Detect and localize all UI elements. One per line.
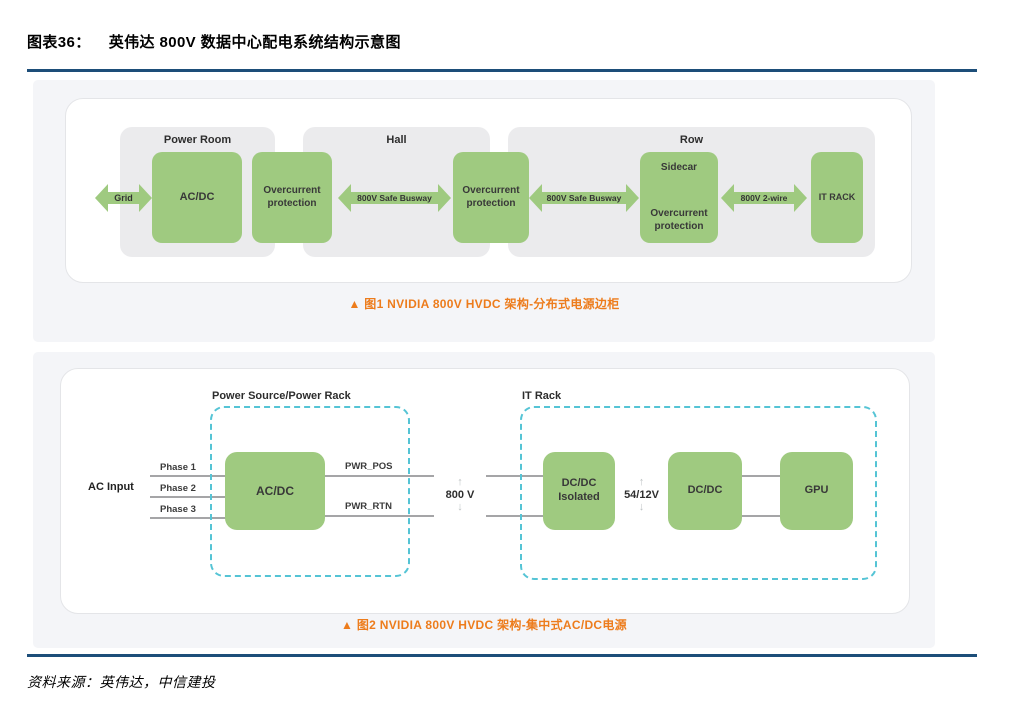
node-dcdc-isolated-line2: Isolated [558, 491, 600, 503]
pwr-pos-label: PWR_POS [345, 461, 393, 472]
node-overcurrent-2-label: Overcurrent protection [462, 185, 520, 209]
node-gpu-label: GPU [804, 484, 829, 497]
bottom-divider [27, 654, 977, 657]
group-power-room-label: Power Room [163, 134, 232, 146]
node-dcdc: DC/DC [668, 452, 742, 530]
node-acdc-fig2-label: AC/DC [256, 483, 294, 498]
double-arrow-icon [721, 184, 807, 212]
phase1-label: Phase 1 [160, 462, 196, 473]
node-acdc-fig1: AC/DC [152, 152, 242, 243]
voltage-5412v-label: 54/12V [624, 488, 659, 501]
figure-title-text: 英伟达 800V 数据中心配电系统结构示意图 [108, 34, 401, 51]
figure1-caption: ▲ 图1 NVIDIA 800V HVDC 架构-分布式电源边柜 [348, 297, 620, 311]
voltage-800v: ↑ 800 V ↓ [434, 472, 486, 518]
figure2-caption: ▲ 图2 NVIDIA 800V HVDC 架构-集中式AC/DC电源 [341, 618, 627, 632]
up-arrow-icon: ↑ [638, 475, 645, 488]
node-sidecar-subtitle: Overcurrent protection [650, 208, 708, 232]
power-rack-label: Power Source/Power Rack [212, 390, 351, 402]
grid-arrow-label: Grid [114, 193, 133, 203]
busway1-arrow-label: 800V Safe Busway [357, 193, 432, 203]
busway2-arrow-label: 800V Safe Busway [546, 193, 622, 203]
node-it-rack-fig1-label: IT RACK [818, 191, 856, 202]
up-arrow-icon: ↑ [457, 475, 463, 488]
node-overcurrent-1-label: Overcurrent protection [263, 185, 321, 209]
node-it-rack-fig1: IT RACK [811, 152, 863, 243]
phase1-wire [150, 475, 227, 477]
node-sidecar-title: Sidecar [660, 162, 698, 173]
down-arrow-icon: ↓ [638, 500, 645, 513]
figure-number: 图表36： [27, 34, 91, 51]
power-rack-dashed-box [210, 406, 410, 577]
node-dcdc-isolated-line1: DC/DC [561, 477, 597, 490]
source-note: 资料来源：英伟达，中信建投 [27, 676, 216, 691]
two-wire-arrow-label: 800V 2-wire [740, 193, 788, 203]
double-arrow-icon [529, 184, 639, 212]
node-dcdc-isolated: DC/DC Isolated [543, 452, 615, 530]
double-arrow-icon [338, 184, 451, 212]
phase2-wire [150, 496, 227, 498]
gpu-top-wire [742, 475, 780, 477]
ac-input-label: AC Input [88, 481, 134, 493]
group-hall-label: Hall [386, 134, 407, 146]
top-divider [27, 69, 977, 72]
phase3-label: Phase 3 [160, 504, 196, 515]
node-acdc-fig2: AC/DC [225, 452, 325, 530]
group-row-label: Row [679, 134, 704, 146]
busway1-arrow: 800V Safe Busway [338, 184, 451, 212]
node-dcdc-label: DC/DC [687, 484, 723, 497]
gpu-bottom-wire [742, 515, 780, 517]
node-overcurrent-1: Overcurrent protection [252, 152, 332, 243]
grid-arrow: Grid [95, 184, 152, 212]
it-rack-dashed-box [520, 406, 877, 580]
busway2-arrow: 800V Safe Busway [529, 184, 639, 212]
phase2-label: Phase 2 [160, 483, 196, 494]
two-wire-arrow: 800V 2-wire [721, 184, 807, 212]
voltage-800v-label: 800 V [445, 488, 475, 501]
double-arrow-icon [95, 184, 152, 212]
phase3-wire [150, 517, 227, 519]
down-arrow-icon: ↓ [457, 500, 463, 513]
voltage-5412v: ↑ 54/12V ↓ [615, 472, 668, 518]
node-sidecar: Sidecar Overcurrent protection [640, 152, 718, 243]
node-acdc-fig1-label: AC/DC [179, 190, 215, 203]
figure-title: 图表36： 英伟达 800V 数据中心配电系统结构示意图 [27, 31, 401, 52]
pwr-rtn-label: PWR_RTN [345, 501, 392, 512]
it-rack-label: IT Rack [522, 390, 562, 402]
node-overcurrent-2: Overcurrent protection [453, 152, 529, 243]
node-gpu: GPU [780, 452, 853, 530]
